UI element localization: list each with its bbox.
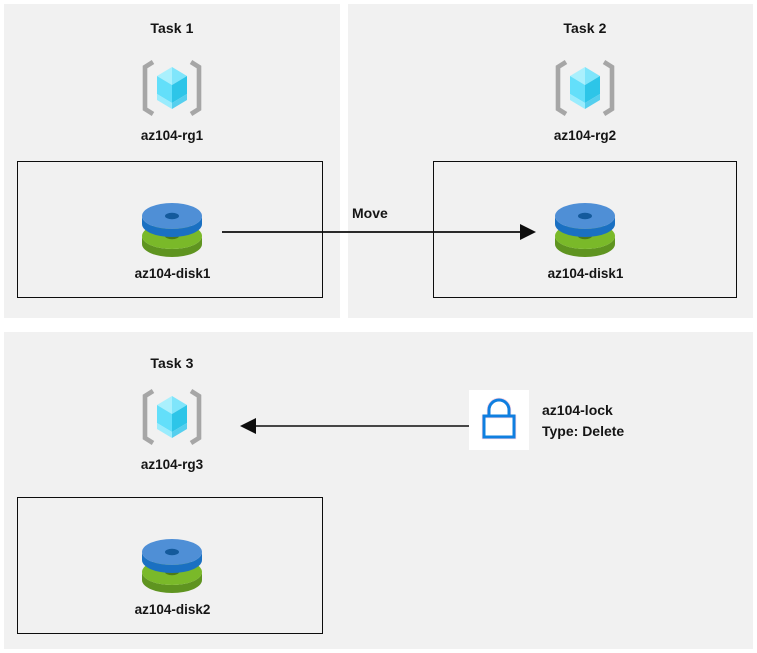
- resource-group-icon: [142, 60, 202, 116]
- managed-disk-icon: [555, 203, 615, 257]
- managed-disk-icon: [142, 203, 202, 257]
- task-title-1: Task 1: [150, 20, 194, 36]
- lock-arrow: [240, 418, 476, 434]
- move-connector-label: Move: [352, 205, 388, 221]
- lock-text-block: az104-lock Type: Delete: [542, 400, 732, 442]
- resource-label-2: az104-disk1: [547, 266, 624, 281]
- resource-group-label-1: az104-rg1: [140, 128, 204, 143]
- lock-icon: [481, 397, 517, 440]
- lock-icon-tile: [469, 390, 529, 450]
- resource-label-3: az104-disk2: [134, 602, 211, 617]
- resource-group-label-2: az104-rg2: [553, 128, 617, 143]
- task-title-3: Task 3: [150, 355, 194, 371]
- resource-group-label-3: az104-rg3: [140, 457, 204, 472]
- lock-type: Type: Delete: [542, 423, 625, 439]
- resource-container-2: [433, 161, 737, 298]
- resource-container-1: [17, 161, 323, 298]
- managed-disk-icon: [142, 539, 202, 593]
- resource-group-icon: [142, 389, 202, 445]
- resource-label-1: az104-disk1: [134, 266, 211, 281]
- task-panel-3: [4, 332, 753, 649]
- task-title-2: Task 2: [563, 20, 607, 36]
- resource-group-icon: [555, 60, 615, 116]
- move-arrow: [222, 224, 536, 240]
- resource-container-3: [17, 497, 323, 634]
- lock-name: az104-lock: [542, 402, 613, 418]
